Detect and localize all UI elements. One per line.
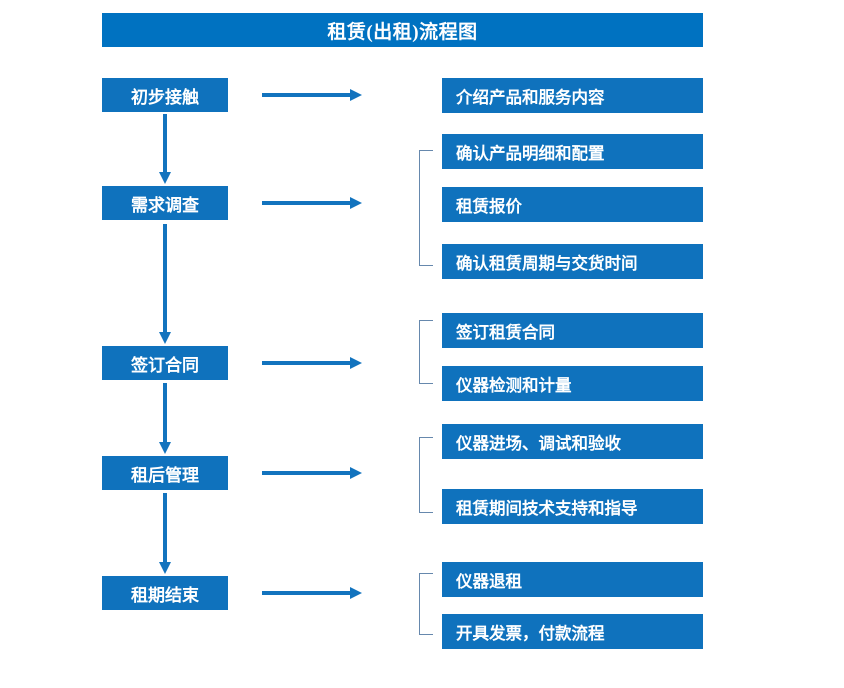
detail-node-6: 仪器检测和计量 bbox=[442, 366, 703, 401]
stage-node-2: 需求调查 bbox=[102, 186, 228, 220]
vertical-arrow-4 bbox=[159, 493, 171, 574]
detail-node-10: 开具发票，付款流程 bbox=[442, 614, 703, 649]
stage-node-1: 初步接触 bbox=[102, 78, 228, 112]
stage-node-5: 租期结束 bbox=[102, 576, 228, 610]
group-bracket-2 bbox=[419, 320, 433, 384]
detail-node-8: 租赁期间技术支持和指导 bbox=[442, 489, 703, 524]
horizontal-arrow-1 bbox=[262, 89, 362, 101]
detail-node-7: 仪器进场、调试和验收 bbox=[442, 424, 703, 459]
group-bracket-1 bbox=[419, 150, 433, 266]
stage-node-3: 签订合同 bbox=[102, 346, 228, 380]
vertical-arrow-1 bbox=[159, 114, 171, 184]
page-title: 租赁(出租)流程图 bbox=[102, 13, 703, 47]
detail-node-3: 租赁报价 bbox=[442, 187, 703, 222]
horizontal-arrow-3 bbox=[262, 357, 362, 369]
detail-node-9: 仪器退租 bbox=[442, 562, 703, 597]
group-bracket-3 bbox=[419, 437, 433, 513]
detail-node-5: 签订租赁合同 bbox=[442, 313, 703, 348]
vertical-arrow-3 bbox=[159, 383, 171, 454]
horizontal-arrow-4 bbox=[262, 467, 362, 479]
stage-node-4: 租后管理 bbox=[102, 456, 228, 490]
detail-node-2: 确认产品明细和配置 bbox=[442, 134, 703, 169]
vertical-arrow-2 bbox=[159, 224, 171, 344]
horizontal-arrow-5 bbox=[262, 587, 362, 599]
detail-node-4: 确认租赁周期与交货时间 bbox=[442, 244, 703, 279]
detail-node-1: 介绍产品和服务内容 bbox=[442, 78, 703, 113]
group-bracket-4 bbox=[419, 573, 433, 635]
horizontal-arrow-2 bbox=[262, 197, 362, 209]
